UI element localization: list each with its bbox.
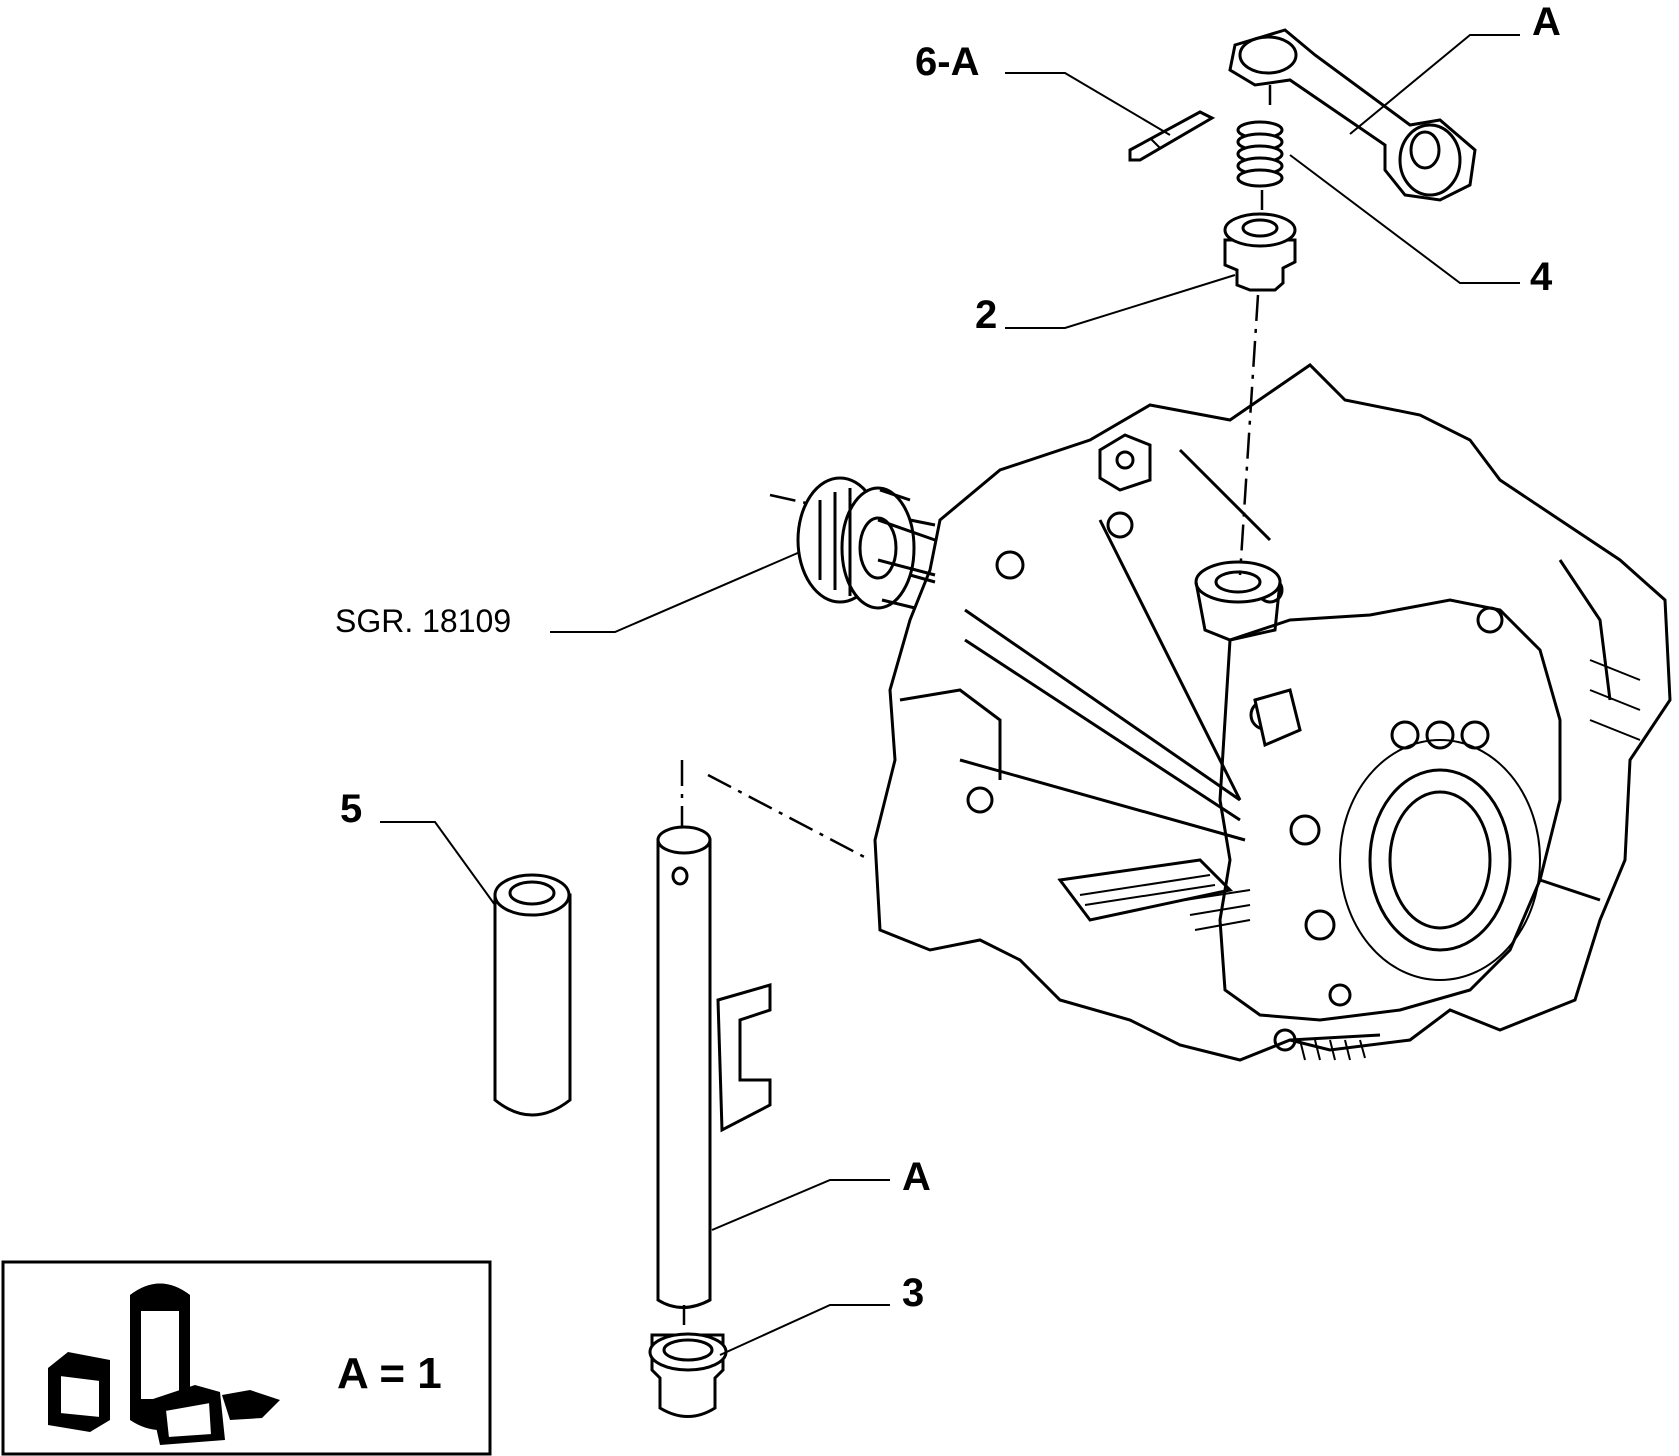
gear-group <box>769 476 936 610</box>
callout-arm-top: A <box>1532 0 1561 44</box>
legend-box: A = 1 <box>1 1260 492 1456</box>
callout-bushing-top: 2 <box>975 293 997 337</box>
leader-lines <box>380 34 1520 1356</box>
pin <box>1128 110 1216 162</box>
callout-group-ref: SGR. 18109 <box>335 603 511 639</box>
sleeve <box>493 873 572 1117</box>
callout-shaft: A <box>902 1155 931 1199</box>
bushing-bottom <box>648 1332 728 1418</box>
shaft-with-fork <box>656 760 871 1325</box>
callout-sleeve: 5 <box>340 787 362 831</box>
callout-pin: 6-A <box>915 40 979 84</box>
bushing-top <box>1223 212 1297 576</box>
selector-arm <box>1228 28 1477 202</box>
parts-kit-icon <box>48 1283 280 1445</box>
legend-text: A = 1 <box>337 1349 442 1398</box>
spring <box>1236 120 1284 210</box>
gearbox-housing <box>873 363 1672 1062</box>
callout-spring: 4 <box>1530 255 1553 299</box>
callout-bushing-bottom: 3 <box>902 1271 924 1315</box>
